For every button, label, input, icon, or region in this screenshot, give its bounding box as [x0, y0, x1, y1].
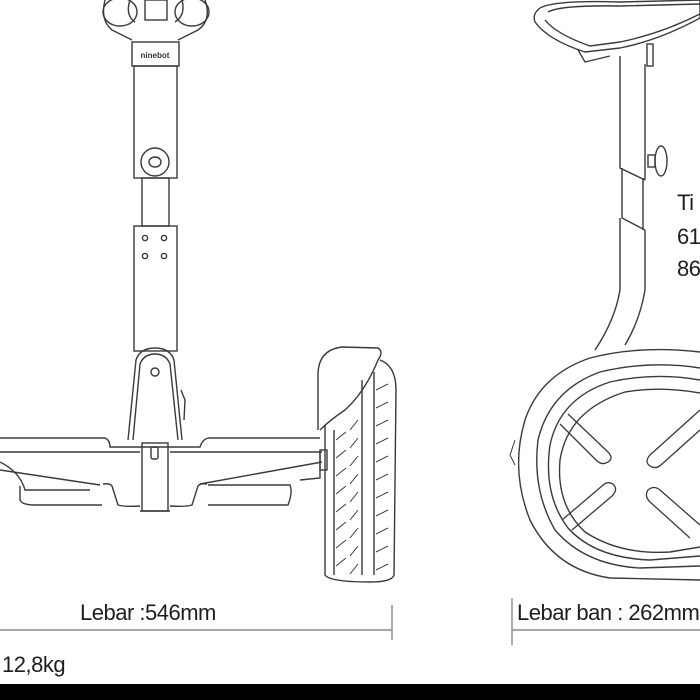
tire-width-dimension-line [511, 598, 700, 645]
deck [0, 437, 323, 512]
tire-width-label: Lebar ban : 262mm [517, 600, 700, 625]
lower-stem [133, 225, 178, 352]
brand-text: ninebot [141, 51, 170, 60]
handlebar-knee-pads [102, 0, 210, 41]
weight-label: 12,8kg [2, 652, 66, 677]
width-label: Lebar :546mm [80, 600, 216, 625]
front-wheel [317, 346, 397, 583]
bottom-black-bar [0, 684, 700, 700]
adjustment-knob [647, 145, 668, 177]
height-label: Ti [677, 190, 694, 215]
height-value-min: 61 [677, 224, 700, 249]
width-dimension-line [0, 605, 393, 640]
height-value-max: 86 [677, 256, 700, 281]
side-view [509, 0, 700, 645]
stem-knob [140, 147, 170, 177]
knee-pad [533, 0, 700, 53]
front-view: ninebot [0, 0, 397, 640]
side-wheel [509, 348, 700, 581]
